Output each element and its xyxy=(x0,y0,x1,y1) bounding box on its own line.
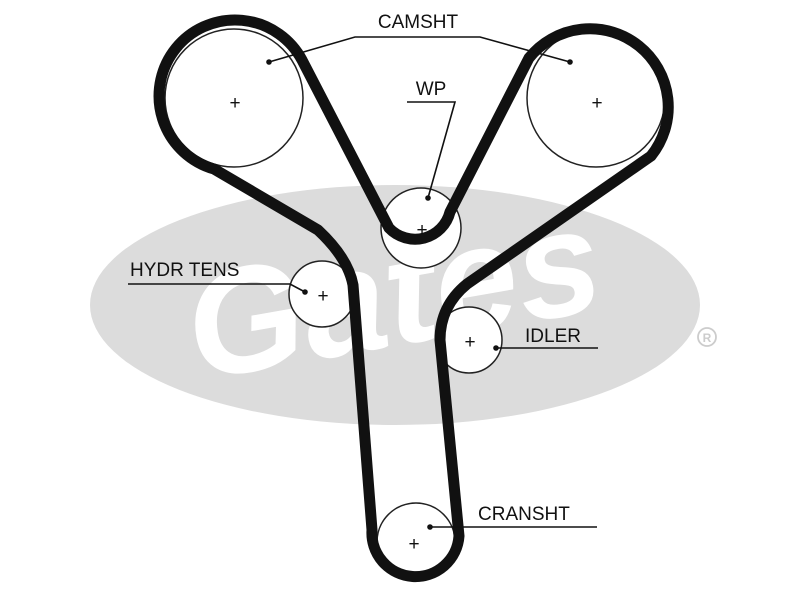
water-pump-pulley xyxy=(380,187,462,269)
timing-belt xyxy=(153,14,674,583)
leader-lines xyxy=(128,36,598,528)
camshaft-label: CAMSHT xyxy=(378,12,459,33)
crankshaft-leader-dot xyxy=(427,524,433,530)
leader-dots xyxy=(266,59,573,530)
crankshaft-center-mark: + xyxy=(408,534,419,555)
camshaft-leader-line xyxy=(268,36,571,63)
labels: CAMSHT WP HYDR TENS IDLER CRANSHT xyxy=(130,12,581,525)
idler-center-mark: + xyxy=(464,332,475,353)
camshaft-right-leader-dot xyxy=(567,59,573,65)
crankshaft-label: CRANSHT xyxy=(478,504,570,525)
hydraulic-tensioner-label: HYDR TENS xyxy=(130,260,239,281)
watermark-ellipse xyxy=(90,185,700,425)
gates-watermark: Gates R xyxy=(90,174,717,425)
camshaft-left-leader-dot xyxy=(266,59,272,65)
water-pump-label: WP xyxy=(416,79,447,100)
tensioner-leader-line xyxy=(128,283,306,293)
camshaft-right-center-mark: + xyxy=(591,93,602,114)
pulleys xyxy=(164,28,666,582)
tensioner-center-mark: + xyxy=(317,286,328,307)
camshaft-left-center-mark: + xyxy=(229,93,240,114)
water-pump-center-mark: + xyxy=(416,220,427,241)
pulley-centre-marks: + + + + + + xyxy=(229,93,602,555)
tensioner-leader-dot xyxy=(302,289,308,295)
registered-mark-letter: R xyxy=(703,331,712,345)
idler-leader-dot xyxy=(493,345,499,351)
water-pump-leader-line xyxy=(407,101,457,199)
registered-mark-icon xyxy=(697,327,717,347)
idler-label: IDLER xyxy=(525,326,581,347)
water-pump-leader-dot xyxy=(425,195,431,201)
